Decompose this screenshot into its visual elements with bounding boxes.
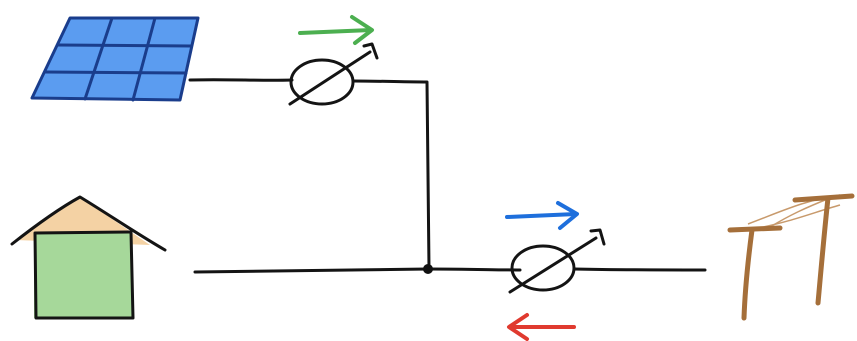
solar-panel-body	[32, 18, 198, 100]
arrow-export-head	[556, 201, 579, 230]
solar-panel-outline	[30, 16, 200, 102]
pole-right-crossarm	[792, 193, 855, 203]
arrow-export-shaft	[505, 212, 578, 219]
arrow-import-head	[507, 313, 529, 341]
meter-icon	[508, 228, 606, 294]
flow-arrow-icon	[298, 15, 374, 45]
meter-lower-needle	[508, 236, 598, 294]
arrow-pv-to-grid-head	[350, 15, 374, 45]
solar-panel-icon	[30, 16, 200, 102]
meter-icon	[288, 42, 379, 106]
house-icon	[10, 195, 167, 320]
bus-wire-left	[193, 267, 522, 274]
arrow-pv-to-grid-shaft	[298, 28, 373, 35]
solar-panel-grid	[43, 16, 193, 102]
meter-upper-needle-head	[362, 42, 379, 60]
meter-lower-needle-head	[589, 228, 606, 246]
junction-node	[423, 264, 433, 274]
house-wall-outline	[33, 230, 135, 320]
utility-pole-icon	[727, 193, 855, 321]
meter-to-junction-wire	[351, 79, 431, 270]
panel-wire	[188, 78, 294, 82]
pole-left-post	[741, 227, 755, 321]
pole-wire-3	[769, 197, 831, 228]
meter-upper-needle	[288, 50, 372, 106]
pole-right-post	[815, 195, 831, 306]
house-wall	[34, 232, 132, 318]
pole-left-crossarm	[727, 225, 783, 233]
flow-arrow-icon	[507, 313, 576, 341]
bus-wire-right	[572, 267, 707, 272]
house-roof-outline	[10, 195, 167, 252]
flow-arrow-icon	[505, 201, 579, 230]
